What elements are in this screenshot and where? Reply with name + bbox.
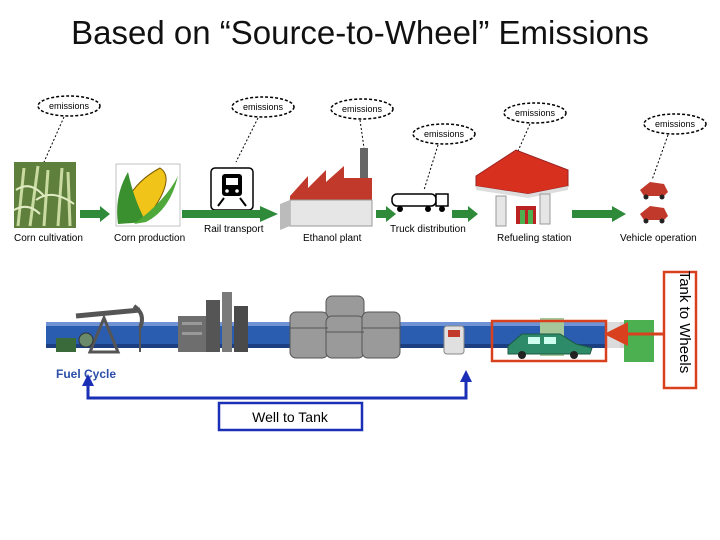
train-icon (210, 167, 254, 211)
gas-pump-icon (443, 325, 465, 355)
pipeline-car-icon (507, 318, 593, 359)
emissions-label: emissions (342, 104, 383, 114)
arrow-icon (80, 206, 110, 222)
emissions-cloud-6: emissions (643, 113, 707, 181)
stage-label-ethanol-plant: Ethanol plant (303, 233, 362, 244)
stage-label-rail-transport: Rail transport (204, 224, 264, 235)
tank-to-wheels-label: Tank to Wheels (676, 271, 693, 374)
truck-icon (391, 193, 449, 212)
slide-title: Based on “Source-to-Wheel” Emissions (71, 14, 649, 51)
emissions-cloud-4: emissions (412, 123, 476, 191)
oil-pump-icon (56, 304, 144, 354)
emissions-label: emissions (49, 101, 90, 111)
well-to-tank-box: Well to Tank (217, 401, 364, 432)
stage-arrows (80, 206, 626, 222)
barrels-icon (289, 295, 401, 359)
green-block (624, 320, 654, 362)
stage-label-vehicle-operation: Vehicle operation (620, 233, 697, 244)
emissions-label: emissions (243, 102, 284, 112)
corn-field-icon (13, 162, 76, 228)
emissions-cloud-1: emissions (37, 95, 101, 163)
stage-label-truck-distribution: Truck distribution (390, 224, 466, 235)
fuel-cycle-label: Fuel Cycle (56, 367, 116, 381)
stage-label-refueling-station: Refueling station (497, 233, 572, 244)
arrow-icon (572, 206, 626, 222)
emissions-label: emissions (515, 108, 556, 118)
ethanol-plant-icon (280, 148, 373, 230)
arrow-icon (182, 206, 278, 222)
arrow-icon (376, 206, 396, 222)
well-to-tank-bracket (82, 370, 472, 400)
emissions-label: emissions (424, 129, 465, 139)
emissions-cloud-2: emissions (231, 96, 295, 163)
refueling-station-icon (475, 149, 569, 227)
refinery-icon (178, 292, 248, 352)
car-icon (640, 182, 668, 224)
well-to-tank-label: Well to Tank (252, 409, 329, 425)
corn-cob-icon (115, 163, 181, 227)
arrow-icon (452, 206, 478, 222)
emissions-label: emissions (655, 119, 696, 129)
emissions-cloud-3: emissions (330, 98, 394, 149)
stage-label-corn-production: Corn production (114, 233, 185, 244)
stage-label-corn-cultivation: Corn cultivation (14, 233, 83, 244)
tank-to-wheels-box: Tank to Wheels (662, 271, 698, 390)
